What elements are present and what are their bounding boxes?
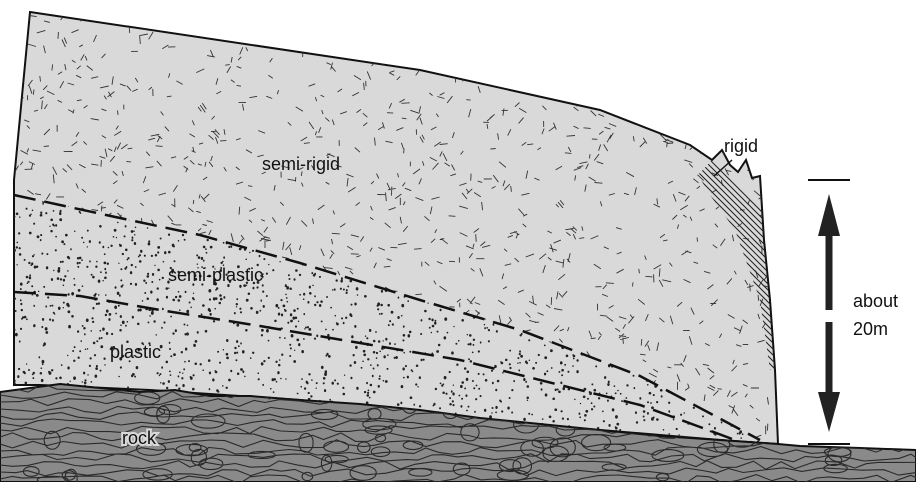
label-height-20m: 20m (853, 319, 888, 339)
label-plastic: plastic (110, 342, 161, 362)
label-height-about: about (853, 291, 898, 311)
label-semi-plastic: semi-plastic (168, 265, 263, 285)
label-semi-rigid: semi-rigid (262, 154, 340, 174)
label-rigid: rigid (724, 136, 758, 156)
label-rock: rock (122, 428, 157, 448)
